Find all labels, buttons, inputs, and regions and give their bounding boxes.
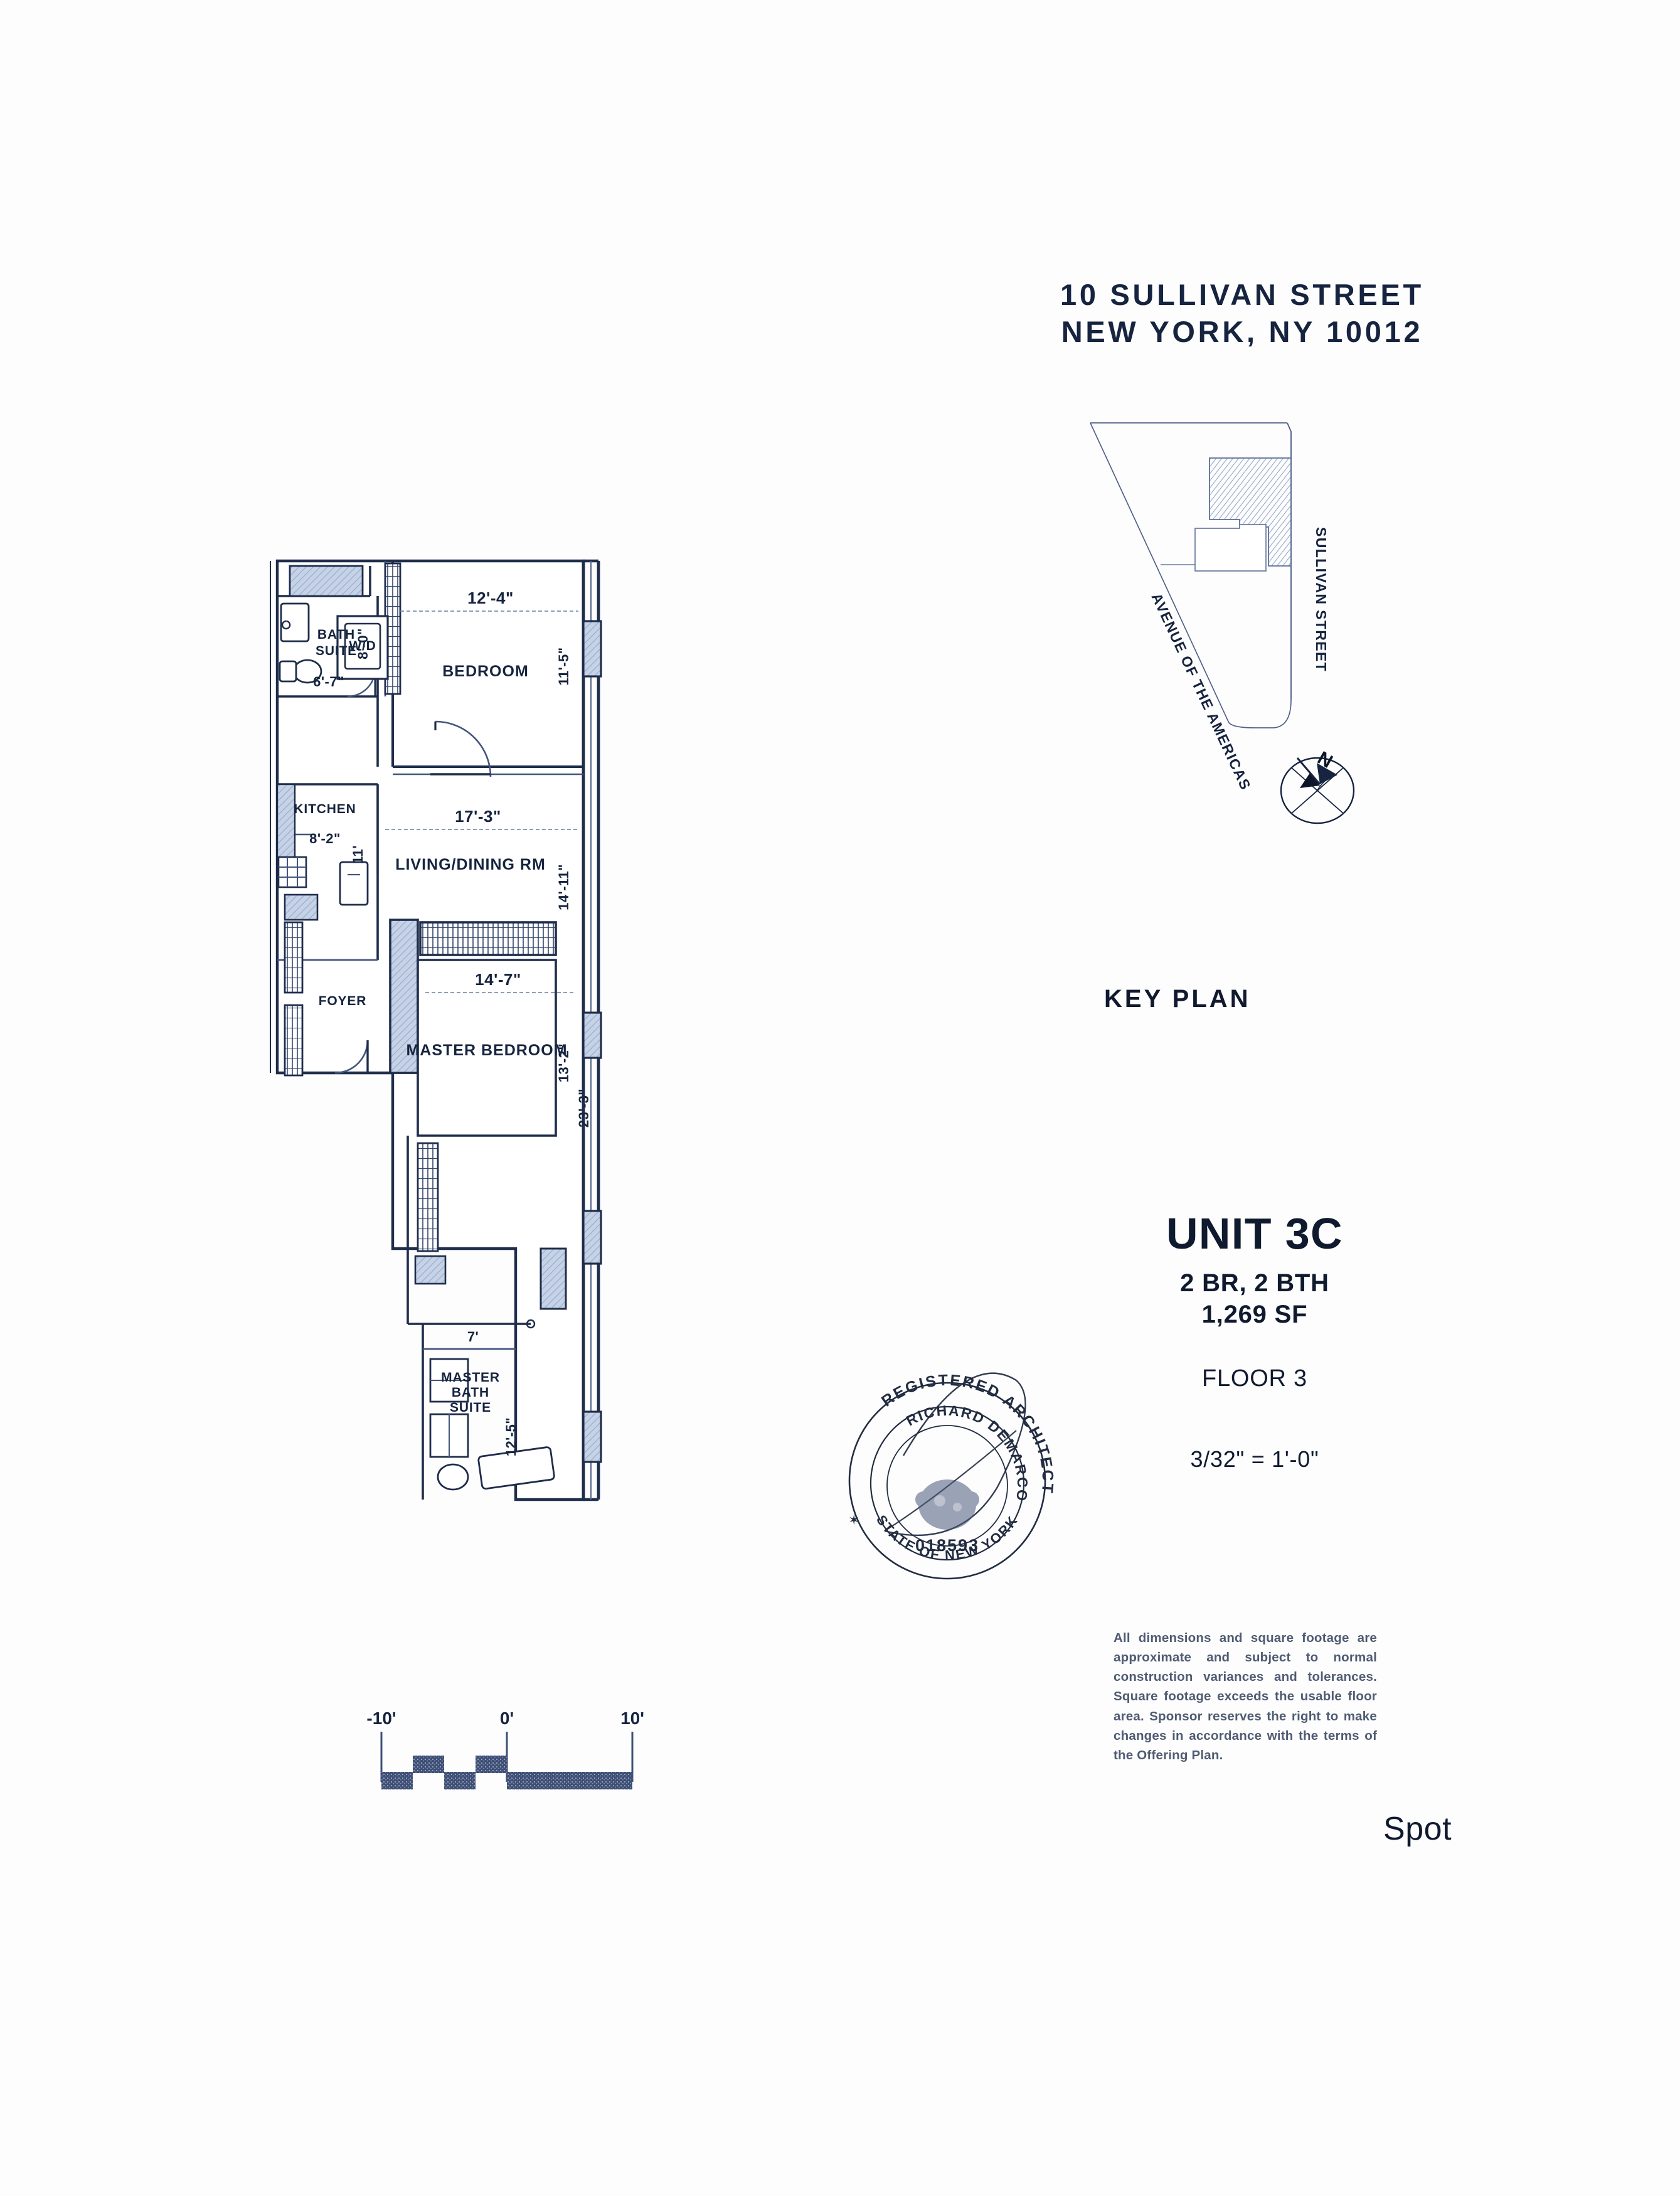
- dimension-master-bedroom-width: 14'-7": [475, 970, 521, 989]
- dimension-living-dining-depth: 14'-11": [556, 864, 572, 910]
- seal-outer-text: REGISTERED ARCHITECT: [878, 1372, 1056, 1495]
- dimension-bedroom-depth: 11'-5": [556, 647, 572, 685]
- disclaimer-text: All dimensions and square footage are ap…: [1114, 1631, 1377, 1762]
- dimension-bedroom-width: 12'-4": [467, 589, 514, 607]
- architect-seal: REGISTERED ARCHITECT RICHARD DEMARCO STA…: [809, 1343, 1085, 1619]
- dimension-master-bath-width: 7': [467, 1329, 479, 1345]
- dimension-bath-suite-depth: 8'-0": [355, 628, 371, 659]
- key-plan: AVENUE OF THE AMERICAS SULLIVAN STREET N: [1066, 414, 1455, 1117]
- room-label-foyer: FOYER: [319, 994, 367, 1008]
- unit-floor: FLOOR 3: [1202, 1365, 1307, 1392]
- seal-license-number: 018593: [915, 1536, 979, 1555]
- seal-star-icon: ✶: [848, 1512, 859, 1528]
- scale-bar-graphic: -10' 0' 10': [366, 1708, 644, 1789]
- scale-bar-left-label: -10': [366, 1708, 396, 1728]
- key-plan-street-east-label: SULLIVAN STREET: [1313, 527, 1329, 672]
- scale-bar-right-label: 10': [620, 1708, 644, 1728]
- room-label-washer-dryer: W/D: [349, 639, 376, 653]
- floor-plan-drawing: BEDROOM BATH SUITE W/D KITCHEN LIVING/DI…: [270, 546, 759, 1506]
- dimension-kitchen-width: 8'-2": [309, 831, 341, 846]
- key-plan-title: KEY PLAN: [1104, 985, 1251, 1013]
- brand-logo: Spot: [1383, 1811, 1452, 1847]
- architect-seal-graphic: REGISTERED ARCHITECT RICHARD DEMARCO STA…: [848, 1372, 1056, 1580]
- dimension-master-bedroom-depth: 13'-2": [556, 1043, 572, 1082]
- dimension-kitchen-depth: 11': [350, 845, 366, 864]
- room-label-master-bath-line2: BATH: [452, 1385, 489, 1400]
- scale-bar: -10' 0' 10': [345, 1694, 646, 1807]
- dimension-living-dining-width: 17'-3": [455, 807, 501, 826]
- key-plan-graphic: AVENUE OF THE AMERICAS SULLIVAN STREET N: [1090, 422, 1355, 824]
- address-line-2: NEW YORK, NY 10012: [1061, 315, 1423, 349]
- room-label-master-bedroom: MASTER BEDROOM: [406, 1042, 567, 1059]
- dimension-master-wing-depth: 23'-3": [576, 1089, 592, 1127]
- dimension-master-bath-depth: 12'-5": [503, 1417, 519, 1456]
- compass-rose: N: [1280, 747, 1355, 824]
- scale-bar-center-label: 0': [500, 1708, 514, 1728]
- room-label-bath-suite-line2: SUITE: [316, 644, 357, 658]
- room-label-master-bath-line3: SUITE: [450, 1400, 491, 1415]
- unit-square-feet: 1,269 SF: [1201, 1300, 1308, 1328]
- address-line-1: 10 SULLIVAN STREET: [1060, 278, 1424, 311]
- compass-north-label: N: [1314, 747, 1336, 772]
- address-block: 10 SULLIVAN STREET NEW YORK, NY 10012: [1023, 276, 1462, 350]
- unit-beds-baths: 2 BR, 2 BTH: [1180, 1269, 1329, 1297]
- unit-name: UNIT 3C: [1166, 1209, 1344, 1258]
- room-label-kitchen: KITCHEN: [294, 802, 356, 816]
- room-label-bath-suite-line1: BATH: [317, 627, 355, 642]
- room-label-master-bath-line1: MASTER: [441, 1370, 500, 1385]
- room-label-bedroom: BEDROOM: [442, 663, 529, 680]
- floor-plan-graphic: BEDROOM BATH SUITE W/D KITCHEN LIVING/DI…: [270, 559, 602, 1501]
- unit-scale: 3/32" = 1'-0": [1190, 1446, 1319, 1472]
- dimension-bath-suite-width: 6'-7": [313, 674, 344, 690]
- unit-info-block: UNIT 3C 2 BR, 2 BTH 1,269 SF FLOOR 3 3/3…: [1066, 1209, 1443, 1473]
- room-label-living-dining: LIVING/DINING RM: [395, 856, 546, 873]
